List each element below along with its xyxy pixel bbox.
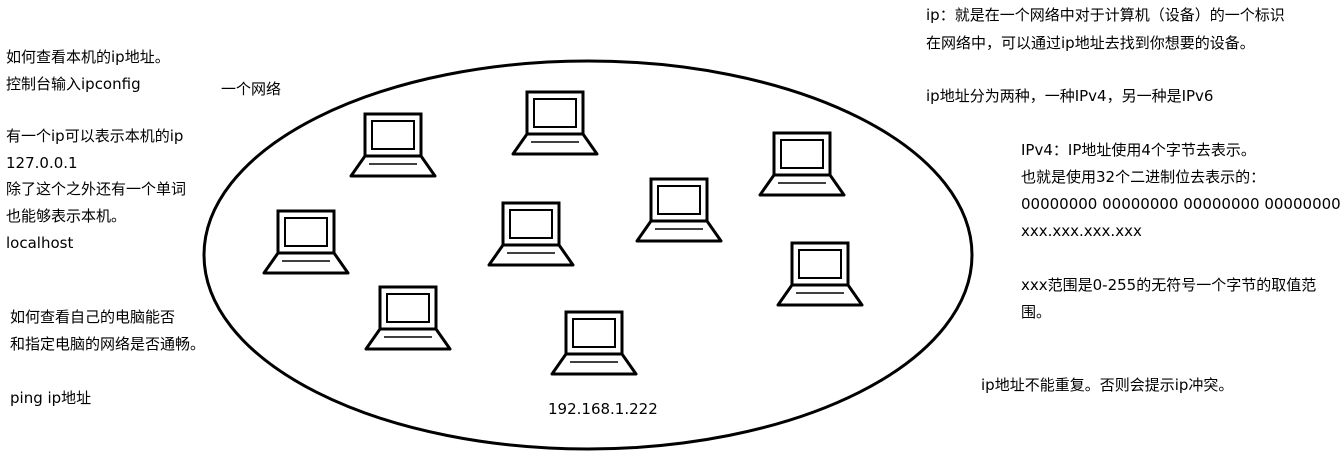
note-check-network: 如何查看自己的电脑能否 [10,308,176,326]
laptop-icon [349,112,437,178]
note-represent-local: 也能够表示本机。 [6,207,127,225]
laptop-icon [364,285,452,351]
note-ipv4-bits: 也就是使用32个二进制位去表示的： [1021,168,1266,186]
note-ip-definition: ip：就是在一个网络中对于计算机（设备）的一个标识 [926,6,1285,24]
network-ellipse [202,59,974,451]
laptop-icon [635,177,723,243]
laptop-icon [262,209,350,275]
note-ip-conflict: ip地址不能重复。否则会提示ip冲突。 [981,376,1234,394]
note-check-network-2: 和指定电脑的网络是否通畅。 [10,335,206,353]
network-label: 一个网络 [221,80,282,98]
note-loopback-ip: 有一个ip可以表示本机的ip [6,127,184,145]
note-xxx-range: xxx范围是0-255的无符号一个字节的取值范 [1021,276,1317,294]
note-ip-find-device: 在网络中，可以通过ip地址去找到你想要的设备。 [926,34,1255,52]
note-ipv4-bytes: IPv4：IP地址使用4个字节去表示。 [1021,141,1256,159]
laptop-icon [511,90,599,156]
ip-address-label: 192.168.1.222 [548,400,658,418]
note-xxx-range-2: 围。 [1021,303,1052,321]
note-ping: ping ip地址 [10,389,92,407]
laptop-icon [776,241,864,307]
note-binary-zeros: 00000000 00000000 00000000 00000000 [1021,195,1341,213]
note-127001: 127.0.0.1 [6,154,78,172]
laptop-icon [550,310,638,376]
note-ip-types: ip地址分为两种，一种IPv4，另一种是IPv6 [926,87,1214,105]
note-another-word: 除了这个之外还有一个单词 [6,180,187,198]
note-ipconfig: 控制台输入ipconfig [6,75,141,93]
note-how-to-view-ip: 如何查看本机的ip地址。 [6,48,170,66]
note-xxx-format: xxx.xxx.xxx.xxx [1021,222,1142,240]
laptop-icon [758,131,846,197]
note-localhost: localhost [6,234,74,252]
laptop-icon [487,201,575,267]
